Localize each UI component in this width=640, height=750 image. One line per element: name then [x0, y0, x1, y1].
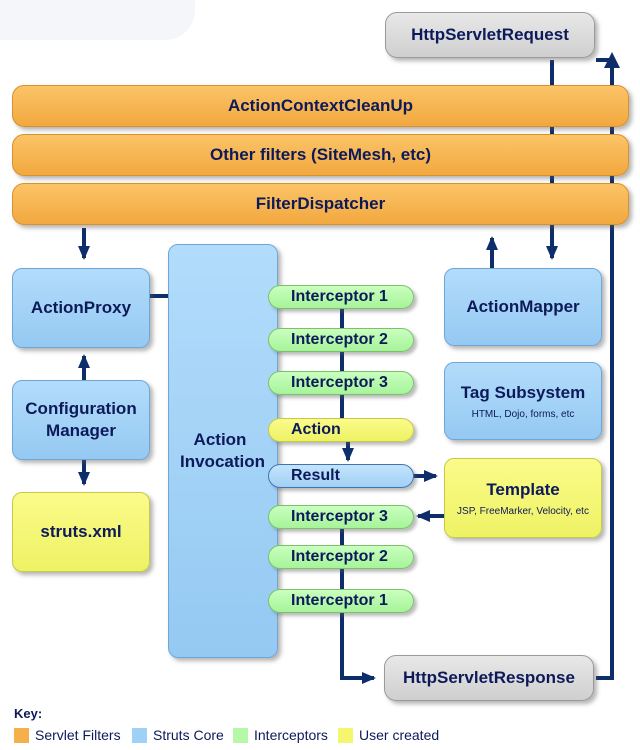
action-pill: Action — [268, 418, 414, 442]
key-item-servlet-filters: Servlet Filters — [14, 727, 121, 743]
interceptor-3-in: Interceptor 3 — [268, 371, 414, 395]
interceptor-3-in-label: Interceptor 3 — [291, 374, 388, 391]
arrow-interceptor-to-response — [340, 612, 376, 684]
tag-subsystem: Tag Subsystem HTML, Dojo, forms, etc — [444, 362, 602, 440]
result-pill-label: Result — [291, 467, 340, 484]
corner-decoration — [0, 0, 195, 40]
key-item-interceptors: Interceptors — [233, 727, 328, 743]
request-label: HttpServletRequest — [411, 25, 569, 44]
configuration-manager-label: Configuration Manager — [25, 399, 137, 440]
filter-action-context-cleanup: ActionContextCleanUp — [12, 85, 629, 127]
key-item-struts-core: Struts Core — [132, 727, 224, 743]
interceptor-3-out: Interceptor 3 — [268, 505, 414, 529]
struts-xml-label: struts.xml — [40, 522, 122, 541]
interceptor-1-in: Interceptor 1 — [268, 285, 414, 309]
template-subtitle: JSP, FreeMarker, Velocity, etc — [457, 505, 589, 517]
interceptor-2-in-label: Interceptor 2 — [291, 331, 388, 348]
action-proxy-label: ActionProxy — [30, 298, 132, 317]
configuration-manager: Configuration Manager — [12, 380, 150, 460]
filter-dispatcher: FilterDispatcher — [12, 183, 629, 225]
result-pill: Result — [268, 464, 414, 488]
interceptor-1-out: Interceptor 1 — [268, 589, 414, 613]
interceptor-1-in-label: Interceptor 1 — [291, 288, 388, 305]
action-proxy: ActionProxy — [12, 268, 150, 348]
key-swatch-servlet-filters — [14, 727, 29, 743]
struts-xml: struts.xml — [12, 492, 150, 572]
key-label-interceptors: Interceptors — [254, 727, 328, 743]
key-label-struts-core: Struts Core — [153, 727, 224, 743]
filter-dispatcher-label: FilterDispatcher — [255, 194, 386, 213]
interceptor-3-out-label: Interceptor 3 — [291, 508, 388, 525]
arrow-response-to-request — [596, 60, 614, 680]
template-title: Template — [486, 479, 560, 499]
http-servlet-response: HttpServletResponse — [384, 655, 594, 701]
interceptor-1-out-label: Interceptor 1 — [291, 592, 388, 609]
action-mapper: ActionMapper — [444, 268, 602, 346]
interceptor-2-in: Interceptor 2 — [268, 328, 414, 352]
filter-other-filters: Other filters (SiteMesh, etc) — [12, 134, 629, 176]
template: Template JSP, FreeMarker, Velocity, etc — [444, 458, 602, 538]
interceptor-2-out-label: Interceptor 2 — [291, 548, 388, 565]
key-swatch-interceptors — [233, 727, 248, 743]
key-label-user-created: User created — [359, 727, 440, 743]
action-mapper-label: ActionMapper — [466, 297, 580, 316]
key-swatch-struts-core — [132, 727, 147, 743]
response-label: HttpServletResponse — [403, 668, 575, 687]
action-pill-label: Action — [291, 421, 341, 438]
action-invocation-label: Action Invocation — [180, 430, 266, 471]
key-title: Key: — [14, 706, 43, 721]
action-invocation: Action Invocation — [168, 244, 278, 658]
http-servlet-request: HttpServletRequest — [385, 12, 595, 58]
tag-subsystem-title: Tag Subsystem — [460, 382, 586, 402]
filter-other-label: Other filters (SiteMesh, etc) — [209, 145, 432, 164]
key-swatch-user-created — [338, 727, 353, 743]
filter-cleanup-label: ActionContextCleanUp — [227, 96, 414, 115]
interceptor-2-out: Interceptor 2 — [268, 545, 414, 569]
key-item-user-created: User created — [338, 727, 439, 743]
tag-subsystem-subtitle: HTML, Dojo, forms, etc — [471, 408, 575, 420]
key-label-servlet-filters: Servlet Filters — [35, 727, 121, 743]
